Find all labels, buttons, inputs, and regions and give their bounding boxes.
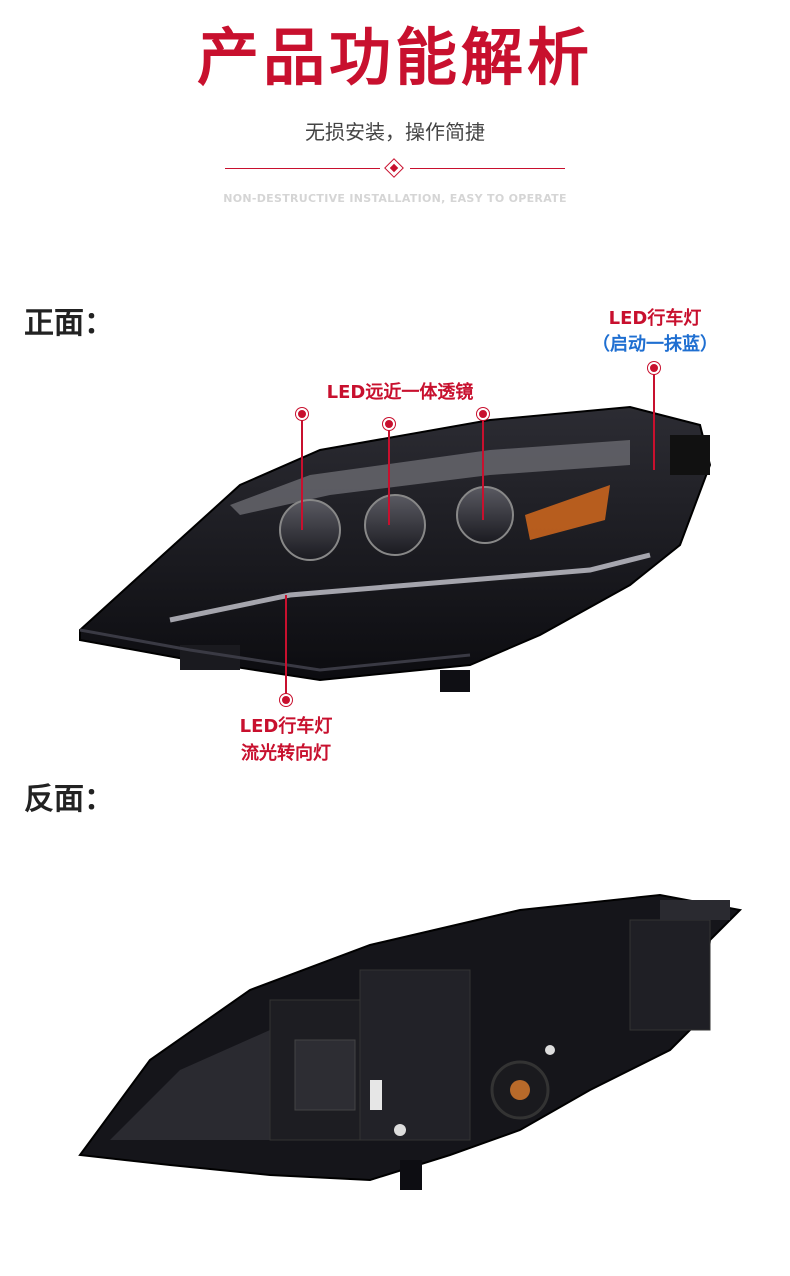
callout-drl-bottom-line2: 流光转向灯 — [241, 743, 331, 764]
english-tagline: NON-DESTRUCTIVE INSTALLATION, EASY TO OP… — [223, 192, 567, 205]
callout-dot-lens-3 — [477, 408, 489, 420]
callout-drl-bottom-line1: LED行车灯 — [239, 716, 333, 737]
headlamp-back-image — [78, 893, 743, 1190]
page-subtitle: 无损安装，操作简捷 — [305, 120, 485, 144]
callout-line-drl-bottom — [285, 595, 287, 695]
callout-line-lens-1 — [301, 420, 303, 530]
divider-left — [225, 168, 380, 169]
back-label: 反面： — [24, 782, 114, 817]
page-title: 产品功能解析 — [196, 21, 593, 94]
headlamp-front-image — [79, 405, 712, 692]
callout-dot-drl-top — [648, 362, 660, 374]
callout-dot-drl-bottom — [280, 694, 292, 706]
callout-drl-top-line2: （启动一抹蓝） — [592, 334, 718, 355]
callout-line-lens-3 — [482, 420, 484, 520]
callout-dot-lens-2 — [383, 418, 395, 430]
callout-line-drl-top — [653, 374, 655, 470]
front-label: 正面： — [24, 306, 114, 341]
divider-right — [410, 168, 565, 169]
callout-dot-lens-1 — [296, 408, 308, 420]
callout-drl-top-line1: LED行车灯 — [608, 308, 702, 329]
callout-lens: LED远近一体透镜 — [326, 382, 474, 403]
callout-line-lens-2 — [388, 430, 390, 525]
